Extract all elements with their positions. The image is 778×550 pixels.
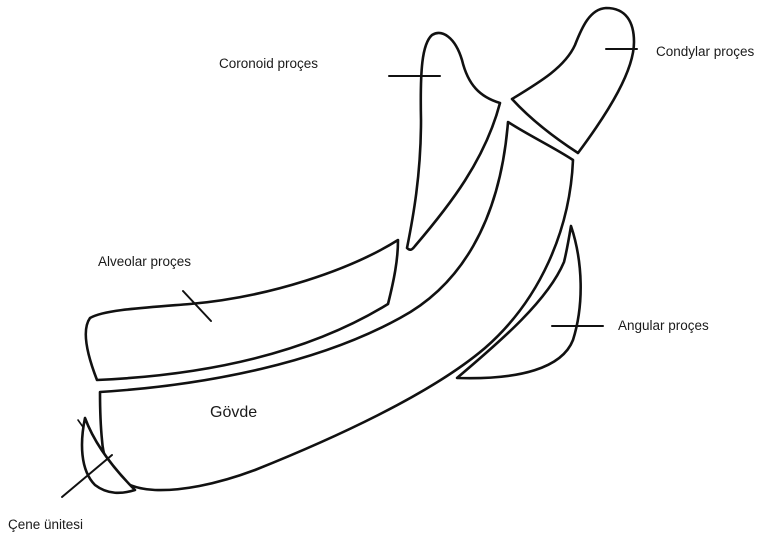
alveolar-label: Alveolar proçes xyxy=(98,254,191,269)
symphysis-tick xyxy=(78,420,83,427)
condylar-process xyxy=(512,8,634,153)
angular-label: Angular proçes xyxy=(618,318,709,333)
symphysis-label: Çene ünitesi xyxy=(8,517,83,532)
condylar-label: Condylar proçes xyxy=(656,44,755,59)
coronoid-label: Coronoid proçes xyxy=(219,56,318,71)
body-label: Gövde xyxy=(210,404,257,421)
